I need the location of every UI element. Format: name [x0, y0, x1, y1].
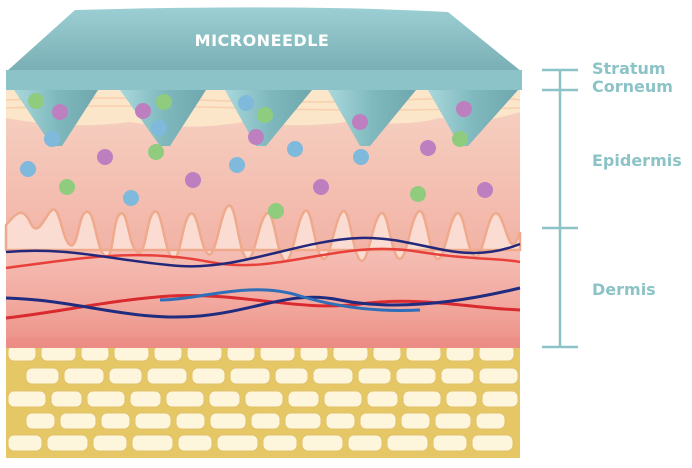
- fat-cell: [432, 434, 468, 452]
- label-dermis: Dermis: [592, 280, 656, 299]
- hypodermis-layer: [6, 343, 520, 458]
- fat-cell: [359, 412, 397, 430]
- particle: [229, 157, 245, 173]
- fat-cells: [7, 344, 519, 452]
- particle: [452, 131, 468, 147]
- fat-cell: [131, 434, 174, 452]
- particle: [135, 103, 151, 119]
- drug-particles: [20, 93, 493, 219]
- fat-cell: [323, 390, 363, 408]
- fat-cell: [366, 390, 399, 408]
- fat-cell: [129, 390, 162, 408]
- layer-scale-bar: [542, 68, 578, 349]
- particle: [148, 144, 164, 160]
- fat-cell: [165, 390, 205, 408]
- fat-cell: [440, 367, 475, 385]
- particle: [248, 129, 264, 145]
- fat-cell: [386, 434, 429, 452]
- fat-cell: [191, 367, 226, 385]
- particle: [257, 107, 273, 123]
- blood-vessels: [5, 236, 521, 320]
- fat-cell: [209, 412, 247, 430]
- fat-cell: [25, 412, 56, 430]
- particle: [287, 141, 303, 157]
- particle: [44, 131, 60, 147]
- particle: [123, 190, 139, 206]
- label-stratum: Stratum: [592, 59, 666, 78]
- fat-cell: [86, 390, 126, 408]
- particle: [59, 179, 75, 195]
- fat-cell: [312, 367, 354, 385]
- particle: [151, 120, 167, 136]
- fat-cell: [445, 390, 478, 408]
- fat-cell: [250, 412, 281, 430]
- fat-cell: [63, 367, 105, 385]
- fat-cell: [177, 434, 213, 452]
- fat-cell: [7, 390, 47, 408]
- fat-cell: [229, 367, 271, 385]
- fat-cell: [471, 434, 514, 452]
- fat-cell: [395, 367, 437, 385]
- fat-cell: [244, 390, 284, 408]
- fat-cell: [46, 434, 89, 452]
- particle: [313, 179, 329, 195]
- fat-cell: [274, 367, 309, 385]
- particle: [456, 101, 472, 117]
- fat-cell: [475, 412, 506, 430]
- fat-cell: [7, 434, 43, 452]
- particle: [477, 182, 493, 198]
- fat-cell: [100, 412, 131, 430]
- particle: [268, 203, 284, 219]
- fat-cell: [216, 434, 259, 452]
- fat-cell: [208, 390, 241, 408]
- fat-cell: [400, 412, 431, 430]
- particle: [185, 172, 201, 188]
- fat-cell: [402, 390, 442, 408]
- label-epidermis: Epidermis: [592, 151, 682, 170]
- fat-cell: [134, 412, 172, 430]
- fat-cell: [347, 434, 383, 452]
- particle: [352, 114, 368, 130]
- fat-cell: [325, 412, 356, 430]
- fat-cell: [146, 367, 188, 385]
- fat-cell: [301, 434, 344, 452]
- microneedle-label: MICRONEEDLE: [195, 31, 330, 50]
- particle: [353, 149, 369, 165]
- particle: [20, 161, 36, 177]
- particle: [238, 95, 254, 111]
- particle: [28, 93, 44, 109]
- fat-cell: [92, 434, 128, 452]
- fat-cell: [108, 367, 143, 385]
- fat-cell: [478, 367, 519, 385]
- fat-cell: [434, 412, 472, 430]
- fat-cell: [357, 367, 392, 385]
- particle: [410, 186, 426, 202]
- label-corneum: Corneum: [592, 77, 673, 96]
- fat-cell: [481, 390, 519, 408]
- fat-cell: [59, 412, 97, 430]
- particle: [156, 94, 172, 110]
- fat-cell: [284, 412, 322, 430]
- particle: [52, 104, 68, 120]
- fat-cell: [262, 434, 298, 452]
- fat-cell: [175, 412, 206, 430]
- particle: [420, 140, 436, 156]
- fat-cell: [25, 367, 60, 385]
- fat-cell: [287, 390, 320, 408]
- particle: [97, 149, 113, 165]
- fat-cell: [50, 390, 83, 408]
